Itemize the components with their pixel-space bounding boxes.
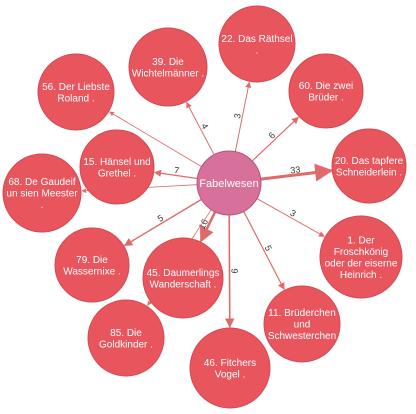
node-label: Wichtelmänner . bbox=[132, 68, 204, 79]
node-center-fabelwesen[interactable]: Fabelwesen bbox=[196, 150, 262, 216]
edge-n22 bbox=[234, 81, 252, 152]
edge-n45 bbox=[199, 211, 217, 243]
node-label: 60. Die zwei bbox=[299, 81, 353, 92]
center-node-label: Fabelwesen bbox=[199, 178, 258, 190]
node-circle[interactable] bbox=[54, 227, 130, 303]
node-circle[interactable] bbox=[87, 299, 165, 377]
node-label: oder der eiserne bbox=[325, 258, 398, 269]
node-n22[interactable]: 22. Das Räthsel. bbox=[218, 5, 296, 83]
node-circle[interactable] bbox=[37, 53, 115, 131]
node-label: Grethel . bbox=[98, 168, 136, 179]
node-label: 22. Das Räthsel bbox=[221, 34, 292, 45]
node-circle[interactable] bbox=[331, 128, 407, 204]
node-label: Wassernixe . bbox=[63, 266, 120, 277]
node-label: 79. Die bbox=[76, 255, 108, 266]
node-circle[interactable] bbox=[2, 153, 82, 233]
node-circle[interactable] bbox=[288, 53, 364, 129]
edge-label-n11: 5 bbox=[263, 244, 274, 253]
edge-label-n22: 3 bbox=[232, 112, 243, 119]
node-label: 56. Der Liebste bbox=[42, 82, 110, 93]
node-label: Heinrich . bbox=[340, 270, 382, 281]
edge-n15 bbox=[153, 169, 198, 180]
node-label: . bbox=[41, 200, 44, 211]
node-circle[interactable] bbox=[189, 327, 271, 409]
edge-n56 bbox=[109, 111, 202, 167]
node-circle[interactable] bbox=[128, 27, 208, 107]
edge-n20 bbox=[260, 163, 334, 182]
node-label: 1. Der bbox=[347, 235, 375, 246]
node-circle[interactable] bbox=[263, 285, 341, 363]
node-label: 15. Hänsel und bbox=[83, 157, 150, 168]
edge-n46 bbox=[224, 214, 235, 328]
edge-n79 bbox=[123, 198, 202, 247]
node-label: 68. De Gaudeif bbox=[8, 177, 75, 188]
edge-label-n20: 33 bbox=[290, 164, 301, 175]
node-label: 20. Das tapfere bbox=[335, 156, 404, 167]
node-label: 11. Brüderchen bbox=[268, 308, 336, 319]
edge-n60 bbox=[251, 116, 299, 162]
edge-label-n45: 16 bbox=[197, 218, 210, 231]
node-label: . bbox=[256, 45, 259, 56]
edge-label-n1: 3 bbox=[288, 208, 297, 219]
node-label: 39. Die bbox=[152, 57, 184, 68]
edge-label-n46: 9 bbox=[229, 268, 239, 273]
edge-label-n39: 4 bbox=[199, 122, 210, 131]
node-label: 45. Daumerlings bbox=[147, 268, 220, 279]
node-circle[interactable] bbox=[79, 129, 155, 205]
node-label: Wanderschaft . bbox=[150, 279, 217, 290]
edge-label-n15: 7 bbox=[174, 165, 180, 176]
node-label: un sien Meester bbox=[6, 189, 78, 200]
center-node-circle[interactable] bbox=[196, 150, 262, 216]
node-label: Goldkinder . bbox=[99, 339, 153, 350]
node-circle[interactable] bbox=[218, 5, 296, 83]
node-label: und bbox=[294, 320, 311, 331]
edge-n39 bbox=[186, 101, 215, 155]
node-label: 46. Fitchers bbox=[204, 358, 256, 369]
node-label: Schwesterchen bbox=[268, 331, 336, 342]
node-label: Vogel . bbox=[215, 369, 246, 380]
node-label: Roland . bbox=[57, 93, 94, 104]
node-label: 85. Die bbox=[110, 328, 142, 339]
edge-n1 bbox=[256, 198, 325, 237]
edge-label-n79: 5 bbox=[156, 213, 165, 224]
node-label: Brüder . bbox=[308, 92, 344, 103]
node-circle[interactable] bbox=[142, 237, 224, 319]
edge-n11 bbox=[243, 211, 285, 291]
node-label: Schneiderlein . bbox=[336, 167, 402, 178]
node-circle[interactable] bbox=[319, 215, 403, 299]
node-label: Froschkönig bbox=[334, 247, 388, 258]
edge-label-n60: 6 bbox=[267, 130, 278, 141]
